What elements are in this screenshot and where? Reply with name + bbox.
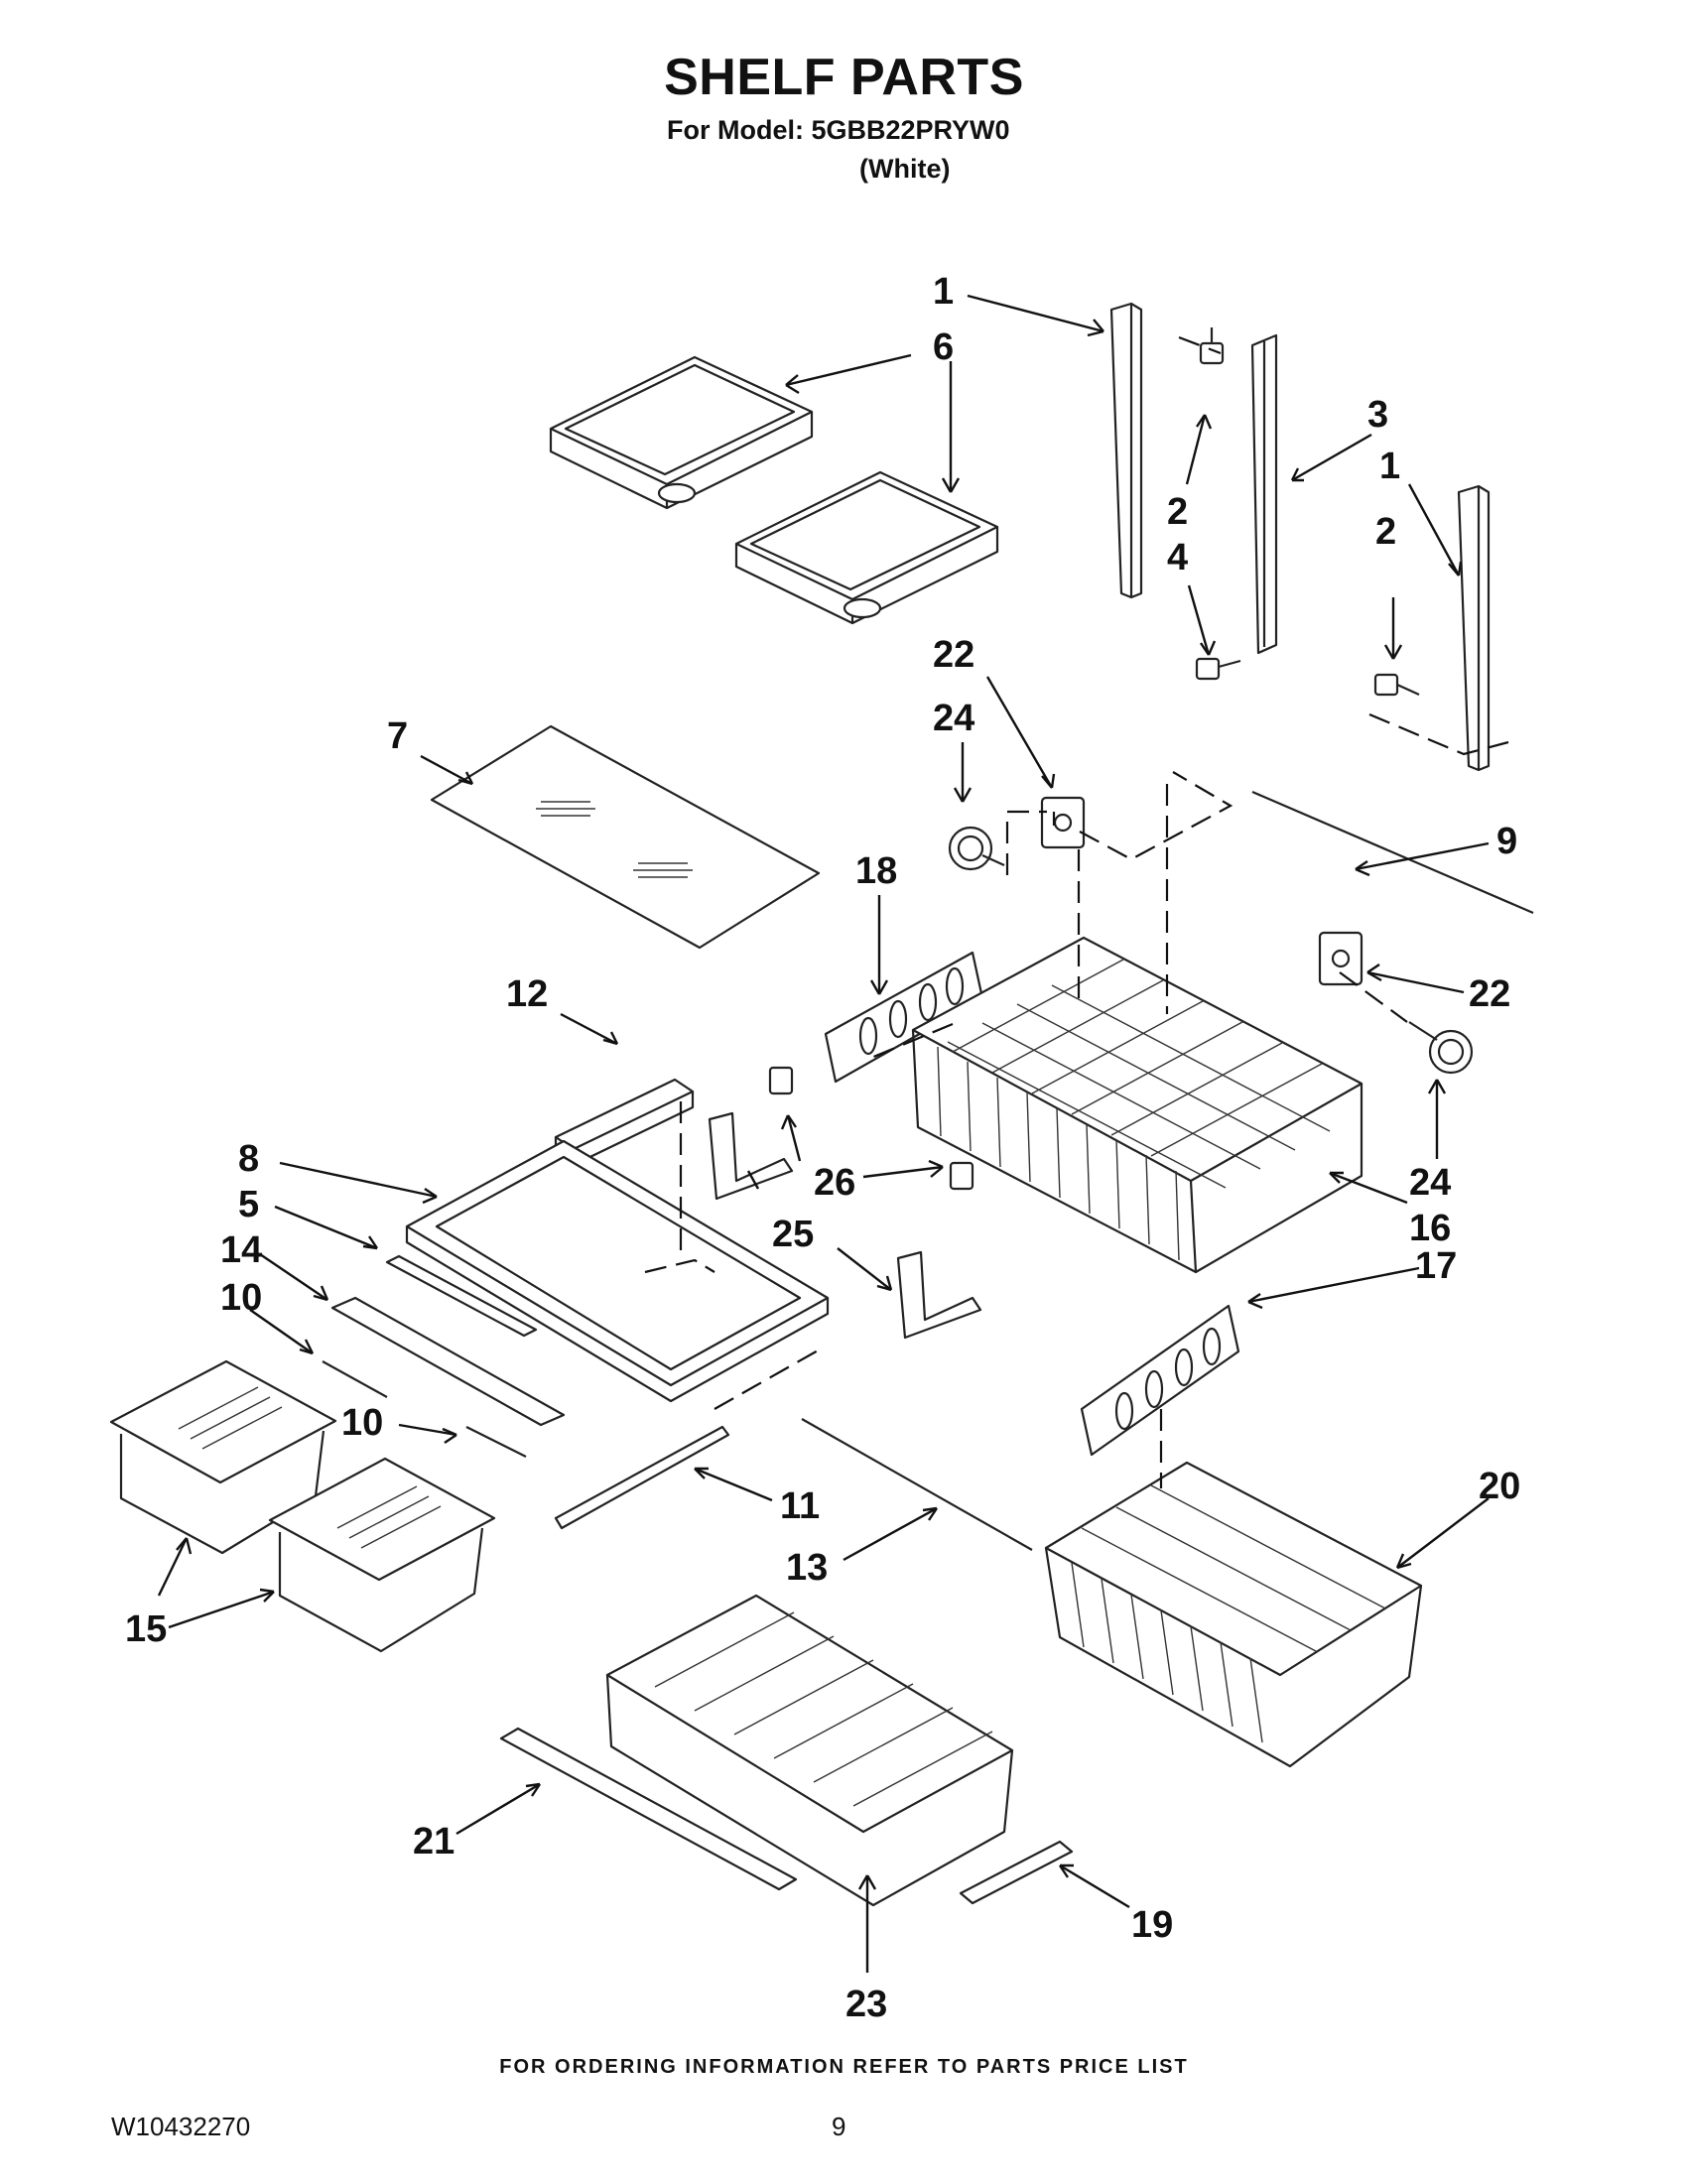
callout-label: 13 bbox=[786, 1547, 828, 1589]
callout-label: 2 bbox=[1375, 511, 1396, 553]
color-line: (White) bbox=[859, 154, 951, 184]
wire-basket-lower bbox=[1044, 1461, 1423, 1768]
glass-shelf bbox=[430, 724, 821, 950]
callout-label: 7 bbox=[387, 715, 408, 757]
callout-label: 22 bbox=[1469, 973, 1510, 1015]
clip-lower bbox=[949, 1161, 974, 1191]
shelf-rail-right bbox=[1457, 484, 1491, 772]
ordering-note: FOR ORDERING INFORMATION REFER TO PARTS … bbox=[499, 2056, 1189, 2078]
document-number: W10432270 bbox=[111, 2112, 251, 2141]
callout-label: 6 bbox=[933, 326, 954, 368]
callout-label: 26 bbox=[814, 1162, 855, 1204]
shelf-rail-middle bbox=[1250, 333, 1278, 655]
support-lower bbox=[896, 1250, 982, 1340]
screw-middle bbox=[1195, 657, 1241, 681]
callout-label: 15 bbox=[125, 1608, 167, 1650]
support-upper bbox=[708, 1111, 794, 1201]
wire-basket-upper bbox=[911, 936, 1363, 1274]
shelf-tray-lower bbox=[734, 470, 999, 625]
page-number: 9 bbox=[832, 2112, 846, 2141]
callout-label: 16 bbox=[1409, 1208, 1451, 1249]
drawer-slide-11 bbox=[554, 1425, 730, 1530]
callout-label: 18 bbox=[855, 850, 897, 892]
callout-label: 5 bbox=[238, 1184, 259, 1225]
shelf-tray-upper bbox=[549, 355, 814, 510]
trim-5 bbox=[385, 1254, 538, 1338]
model-line: For Model: 5GBB22PRYW0 bbox=[667, 115, 1010, 145]
callout-label: 4 bbox=[1167, 537, 1188, 578]
shelf-rail-left bbox=[1109, 302, 1143, 599]
trim-21 bbox=[499, 1727, 798, 1891]
crisper-bin-right bbox=[268, 1457, 496, 1653]
callout-label: 2 bbox=[1167, 491, 1188, 533]
clip-upper bbox=[768, 1066, 794, 1095]
callout-label: 24 bbox=[1409, 1162, 1451, 1204]
callout-label: 1 bbox=[933, 271, 954, 313]
trim-19 bbox=[959, 1840, 1074, 1905]
callout-label: 9 bbox=[1496, 821, 1517, 862]
callout-label: 20 bbox=[1479, 1466, 1520, 1507]
drawer-slide-right bbox=[1080, 1304, 1240, 1457]
rod-13 bbox=[801, 1418, 1033, 1551]
callout-label: 12 bbox=[506, 973, 548, 1015]
callout-label: 3 bbox=[1367, 394, 1388, 436]
screw-upper bbox=[1199, 327, 1225, 365]
gear-upper bbox=[948, 826, 1005, 871]
callout-label: 19 bbox=[1131, 1904, 1173, 1946]
shelf-frame bbox=[405, 1139, 830, 1403]
callout-label: 11 bbox=[780, 1485, 820, 1527]
drawer-bracket-right bbox=[1318, 931, 1363, 986]
callout-label: 10 bbox=[341, 1402, 383, 1444]
gear-right bbox=[1408, 1021, 1474, 1075]
page-title: SHELF PARTS bbox=[664, 49, 1024, 106]
callout-label: 10 bbox=[220, 1277, 262, 1319]
screw-right bbox=[1373, 673, 1420, 697]
callout-labels: 1 6 3 1 2 4 2 22 24 7 9 18 22 12 24 8 26… bbox=[125, 271, 1520, 2025]
callout-label: 23 bbox=[845, 1984, 887, 2025]
trim-10-lower bbox=[465, 1426, 527, 1458]
callout-label: 25 bbox=[772, 1214, 814, 1255]
drawer-bracket-upper bbox=[1040, 796, 1086, 849]
callout-label: 14 bbox=[220, 1229, 262, 1271]
trim-10-upper bbox=[322, 1360, 388, 1398]
callout-label: 8 bbox=[238, 1138, 259, 1180]
trim-14 bbox=[330, 1296, 566, 1427]
callout-label: 1 bbox=[1379, 446, 1400, 487]
callout-label: 21 bbox=[413, 1821, 454, 1863]
callout-label: 17 bbox=[1415, 1245, 1457, 1287]
pantry-drawer bbox=[605, 1594, 1014, 1907]
callout-label: 22 bbox=[933, 634, 974, 676]
callout-label: 24 bbox=[933, 698, 974, 739]
crisper-bin-left bbox=[109, 1359, 337, 1555]
leader-lines bbox=[157, 294, 1490, 1973]
